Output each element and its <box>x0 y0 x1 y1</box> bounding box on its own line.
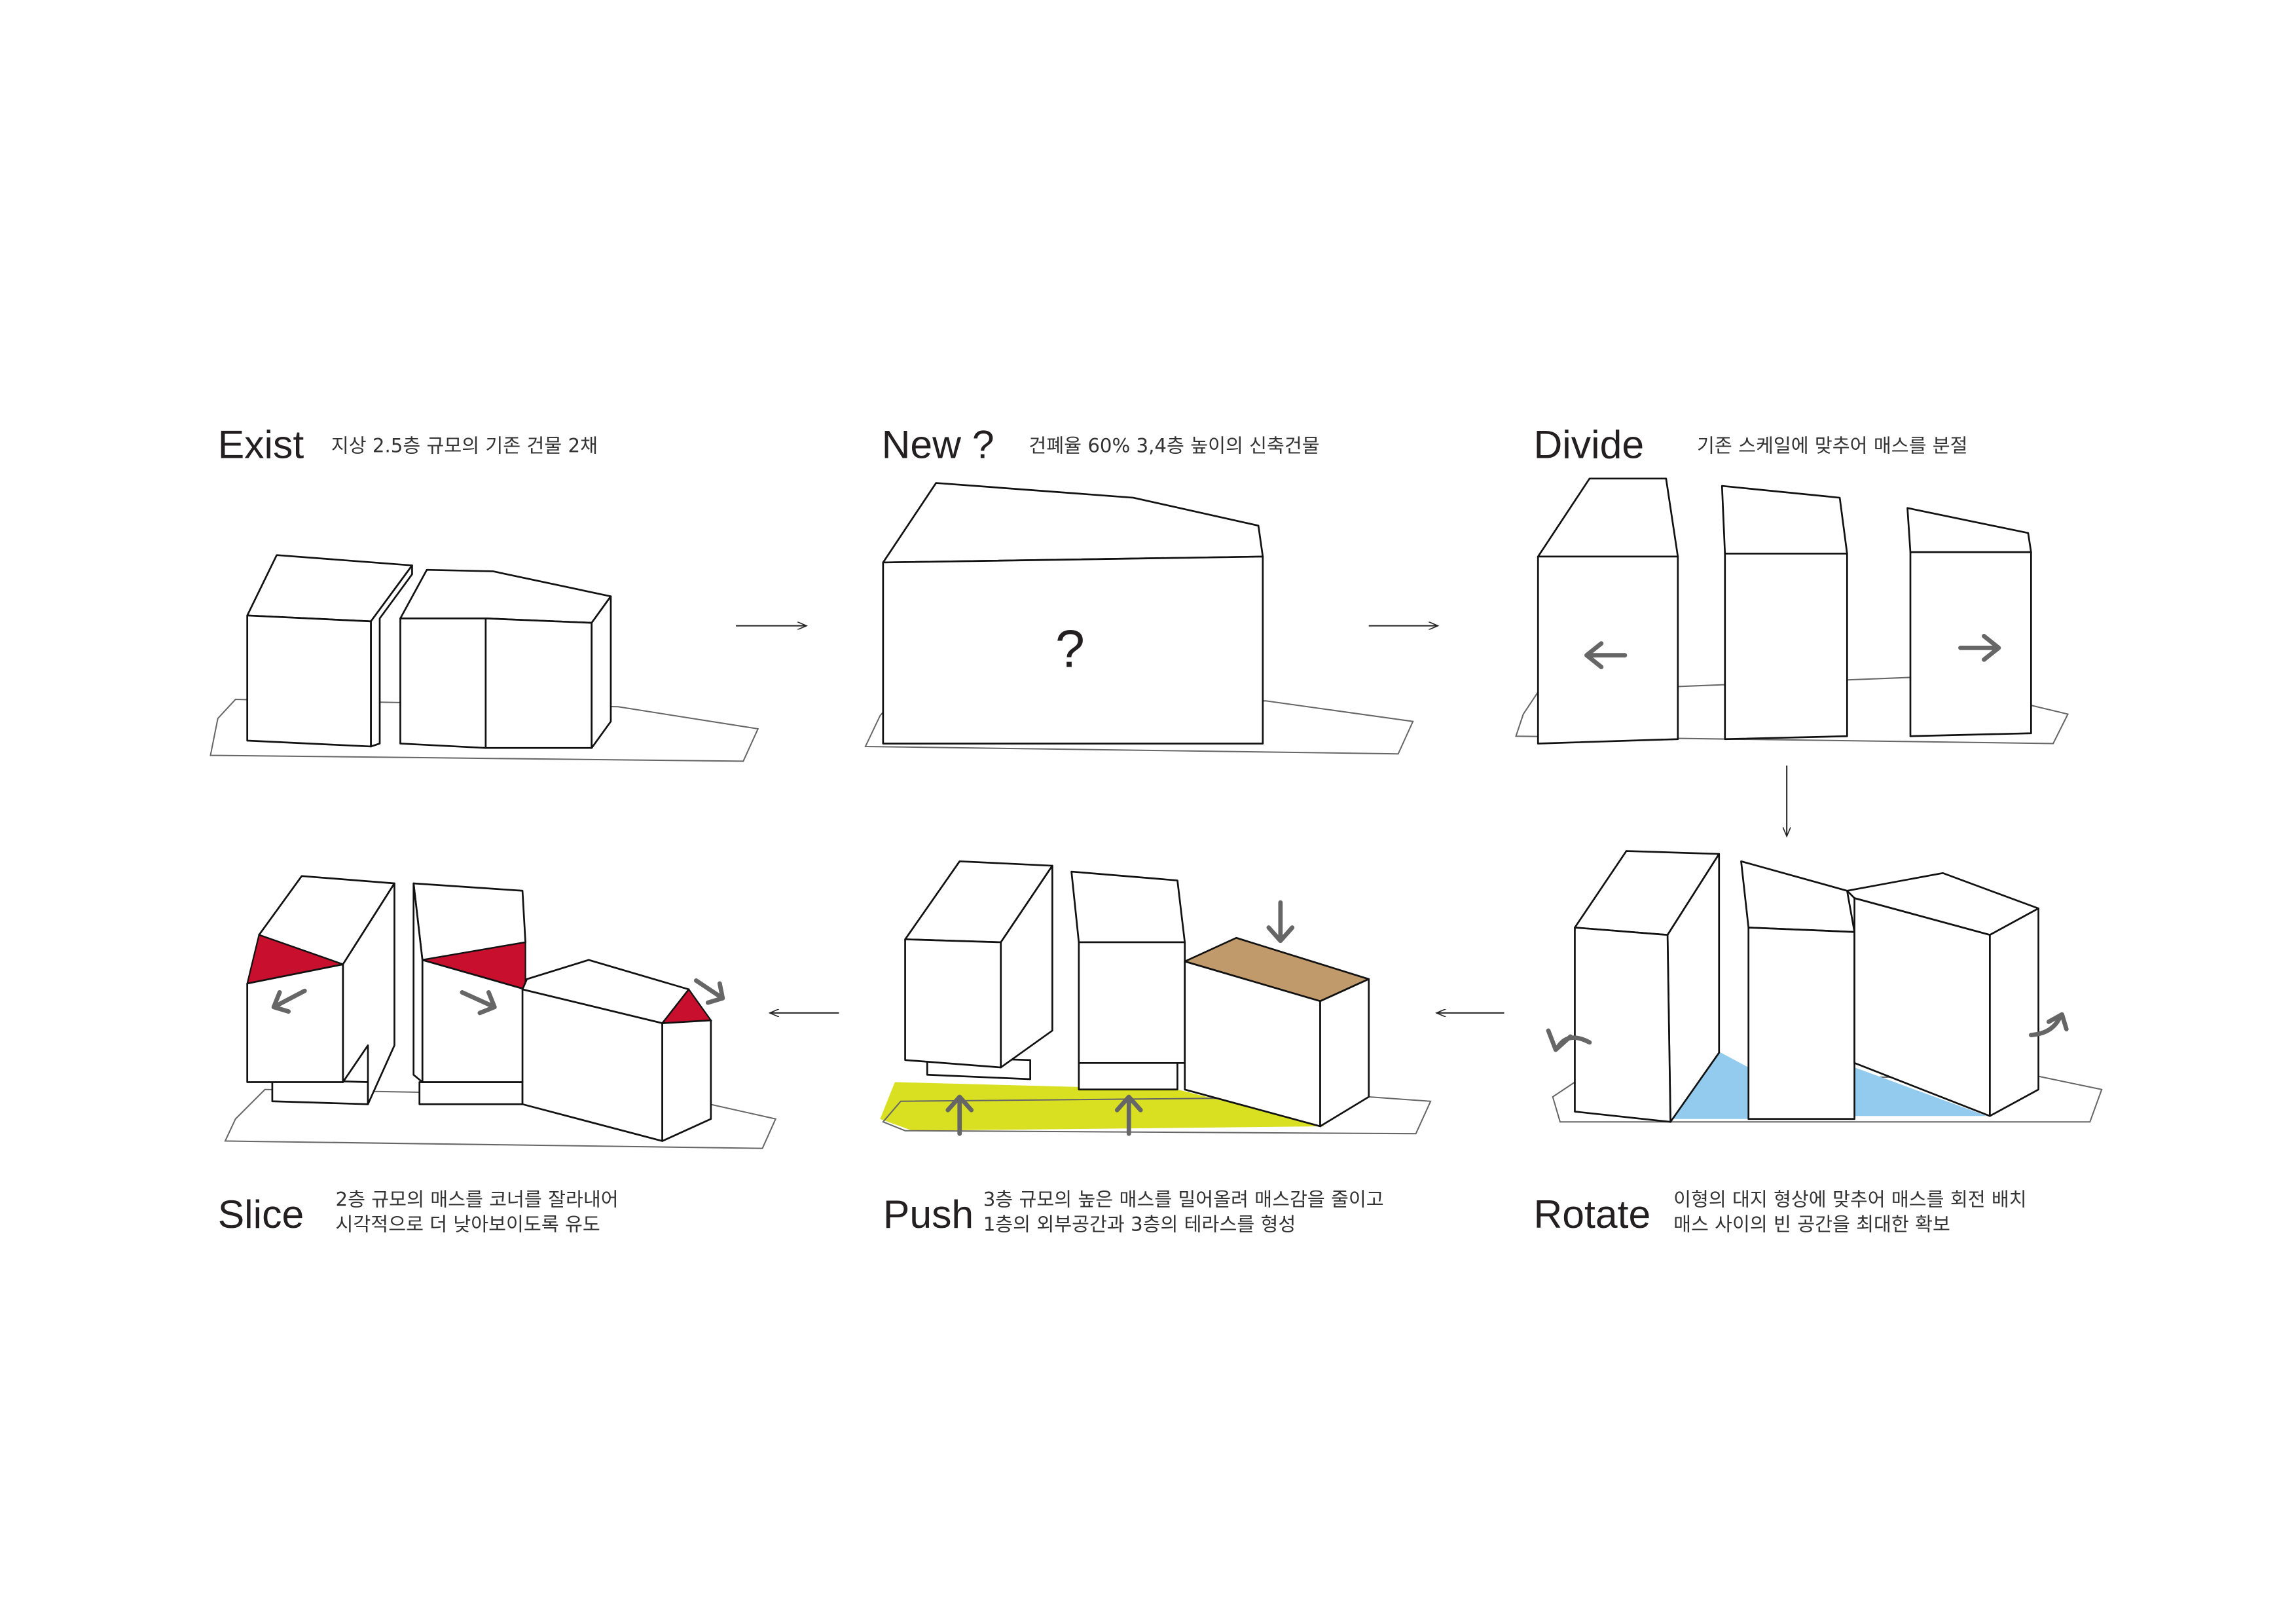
step-description: 매스 사이의 빈 공간을 최대한 확보 <box>1673 1213 1950 1236</box>
arrow-up-icon <box>945 1094 974 1136</box>
step-title: Rotate <box>1533 1192 1650 1236</box>
step-rotate: Rotate 이형의 대지 형상에 맞추어 매스를 회전 배치 매스 사이의 빈… <box>1533 850 2103 1236</box>
arrow-right-icon <box>1958 633 2001 662</box>
site-outline <box>224 1088 777 1149</box>
rotate-cw-icon <box>2028 1012 2069 1037</box>
step-description: 1층의 외부공간과 3층의 테라스를 형성 <box>983 1213 1296 1236</box>
arrow-down-icon <box>1266 900 1295 944</box>
site-outline <box>882 1096 1432 1135</box>
arrow-down-right-icon <box>693 978 725 1005</box>
arrow-left-icon <box>1584 641 1628 669</box>
new-mass-front <box>882 555 1264 745</box>
step-new: New ? 건폐율 60% 3,4층 높이의 신축건물 ? <box>864 422 1414 755</box>
ground-space-fill <box>880 1082 1325 1131</box>
step-title: Slice <box>218 1192 304 1236</box>
step-title: Exist <box>218 422 304 466</box>
step-description: 기존 스케일에 맞추어 매스를 분절 <box>1697 434 1967 456</box>
step-divide: Divide 기존 스케일에 맞추어 매스를 분절 <box>1515 422 2069 745</box>
open-space-fill <box>1854 1067 1987 1116</box>
step-description: 3층 규모의 높은 매스를 밀어올려 매스감을 줄이고 <box>983 1188 1384 1210</box>
existing-building <box>399 568 612 749</box>
step-exist: Exist 지상 2.5층 규모의 기존 건물 2채 <box>210 422 759 762</box>
existing-building <box>246 554 413 748</box>
step-slice: Slice 2층 규모의 매스를 코너를 잘라내어 시각적으로 더 낮아보이도록… <box>218 875 777 1236</box>
step-description: 지상 2.5층 규모의 기존 건물 2채 <box>331 434 598 456</box>
step-push: Push 3층 규모의 높은 매스를 밀어올려 매스감을 줄이고 1층의 외부공… <box>880 860 1432 1236</box>
step-title: New ? <box>882 422 994 466</box>
arrow-up-icon <box>1114 1094 1143 1136</box>
pushed-mass <box>1078 941 1186 1064</box>
step-description: 건폐율 60% 3,4층 높이의 신축건물 <box>1029 434 1319 456</box>
rotated-mass <box>1747 927 1855 1120</box>
step-description: 시각적으로 더 낮아보이도록 유도 <box>336 1213 600 1236</box>
question-mark: ? <box>1055 620 1085 679</box>
rotated-mass <box>1574 927 1671 1123</box>
open-space-fill <box>1670 1045 1749 1119</box>
rotate-ccw-icon <box>1546 1028 1592 1052</box>
sliced-mass <box>246 963 344 1083</box>
divided-mass <box>1909 551 2032 737</box>
step-description: 2층 규모의 매스를 코너를 잘라내어 <box>336 1188 619 1210</box>
arrow-down-right-icon <box>460 990 497 1016</box>
arrow-down-left-icon <box>271 988 307 1014</box>
divided-mass <box>1537 555 1679 745</box>
step-title: Divide <box>1533 422 1644 466</box>
divided-mass <box>1724 553 1848 741</box>
site-outline <box>210 699 759 762</box>
step-description: 이형의 대지 형상에 맞추어 매스를 회전 배치 <box>1673 1188 2027 1210</box>
pushed-mass <box>904 938 1002 1069</box>
new-mass-top <box>882 482 1264 564</box>
step-title: Push <box>883 1192 974 1236</box>
